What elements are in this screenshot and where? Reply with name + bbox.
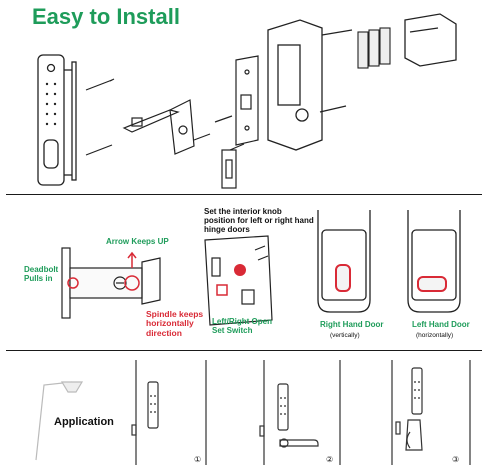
- left-hand-door-sublabel: (horizontally): [416, 332, 454, 339]
- mounting-screws-left: [85, 78, 115, 156]
- knob-horizontal-icon: [417, 276, 447, 292]
- deadbolt-highlight: [67, 277, 79, 289]
- knob-heading: Set the interior knob position for left …: [204, 207, 314, 234]
- panel-number: ①: [194, 455, 202, 464]
- arrow-head-icon: [127, 251, 137, 259]
- battery-pack-drawing: [357, 27, 391, 69]
- section-divider: [6, 194, 482, 195]
- left-hand-door-drawing: [407, 210, 461, 313]
- mounting-plate-drawing: [214, 55, 259, 151]
- lamp-decoration: [35, 381, 84, 461]
- knob-vertical-icon: [335, 264, 351, 292]
- panel-number: ②: [326, 455, 334, 464]
- section-divider: [6, 350, 482, 351]
- spindle-highlight: [124, 275, 140, 291]
- battery-cover-drawing: [404, 13, 457, 67]
- arrow-label: Arrow Keeps UP: [106, 237, 169, 246]
- spindle-label: Spindle keeps horizontally direction: [146, 309, 204, 338]
- right-hand-door-label: Right Hand Door: [320, 320, 384, 329]
- knob-position-marker: [234, 264, 246, 276]
- right-hand-door-sublabel: (vertically): [330, 332, 360, 339]
- switch-highlight: [216, 284, 228, 296]
- door-panel-1: [131, 360, 207, 465]
- door-panel-3: [391, 360, 471, 465]
- switch-label: Left/Right Open Set Switch: [212, 317, 272, 335]
- deadbolt-label: Deadbolt Pulls in: [24, 265, 59, 283]
- strike-plate-drawing: [221, 149, 237, 189]
- interior-board-drawing: [204, 235, 273, 326]
- page-title: Easy to Install: [32, 4, 180, 29]
- right-hand-door-drawing: [317, 210, 371, 313]
- door-panel-2: [259, 360, 341, 465]
- application-label: Application: [54, 416, 114, 428]
- panel-number: ③: [452, 455, 460, 464]
- deadbolt-assembly-drawing: [61, 247, 161, 319]
- left-hand-door-label: Left Hand Door: [412, 320, 470, 329]
- exterior-keypad-drawing: [37, 54, 77, 186]
- latch-bolt-drawing: [122, 99, 211, 155]
- interior-unit-drawing: [267, 19, 353, 151]
